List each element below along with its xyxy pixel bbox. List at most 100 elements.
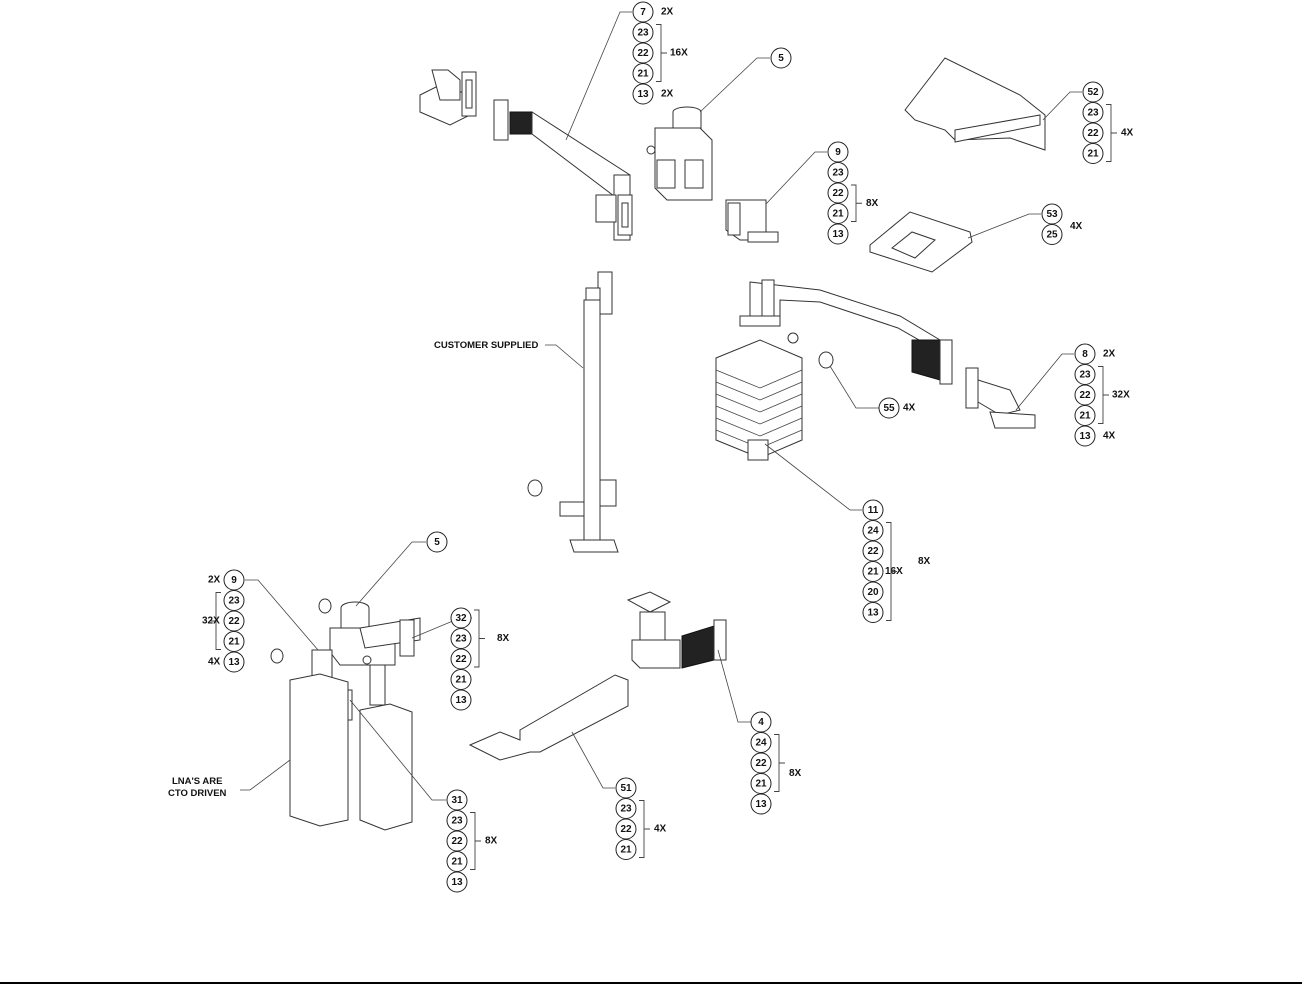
quantity-bracket	[1098, 367, 1109, 424]
item-balloon: 21	[863, 562, 883, 582]
svg-text:23: 23	[451, 816, 463, 827]
quantity-label: 8X	[485, 836, 498, 847]
item-balloon: 22	[633, 43, 653, 63]
svg-text:13: 13	[755, 799, 767, 810]
item-balloon: 22	[863, 541, 883, 561]
quantity-bracket	[851, 185, 862, 222]
svg-text:23: 23	[1079, 370, 1091, 381]
item-balloon: 24	[751, 733, 771, 753]
callout-group-g8: 8232221132X32X4X	[1075, 344, 1130, 446]
svg-text:22: 22	[1079, 390, 1091, 401]
item-balloon: 13	[447, 872, 467, 892]
svg-text:9: 9	[231, 575, 237, 586]
svg-text:22: 22	[867, 546, 879, 557]
svg-text:23: 23	[637, 28, 649, 39]
part-switch-lna-assembly	[271, 599, 420, 830]
item-balloon: 21	[451, 670, 471, 690]
quantity-label: 2X	[208, 575, 221, 586]
item-balloon: 23	[616, 799, 636, 819]
svg-text:4: 4	[758, 717, 764, 728]
svg-text:22: 22	[755, 758, 767, 769]
item-balloon: 11	[863, 500, 883, 520]
svg-text:21: 21	[455, 675, 467, 686]
svg-text:21: 21	[867, 567, 879, 578]
quantity-bracket	[639, 801, 650, 858]
quantity-label: 4X	[1121, 128, 1134, 139]
svg-text:21: 21	[620, 845, 632, 856]
quantity-label: 4X	[903, 403, 916, 414]
note-customer-supplied: CUSTOMER SUPPLIED	[434, 340, 538, 351]
item-balloon: 13	[224, 652, 244, 672]
item-balloon: 23	[828, 163, 848, 183]
svg-text:13: 13	[867, 608, 879, 619]
item-balloon: 13	[828, 224, 848, 244]
item-balloon: 31	[447, 790, 467, 810]
quantity-label: 32X	[202, 616, 220, 627]
part-tray-53	[870, 212, 972, 272]
svg-text:31: 31	[451, 795, 463, 806]
svg-text:21: 21	[451, 857, 463, 868]
svg-text:13: 13	[451, 877, 463, 888]
svg-text:21: 21	[1079, 411, 1091, 422]
part-bracket-51	[470, 675, 628, 760]
svg-text:25: 25	[1046, 230, 1058, 241]
svg-text:23: 23	[620, 804, 632, 815]
part-waveguide-elbow-9	[726, 200, 778, 242]
item-balloon: 21	[616, 840, 636, 860]
item-balloon: 23	[224, 591, 244, 611]
item-balloon: 23	[1083, 103, 1103, 123]
part-switch-5-top	[647, 107, 712, 200]
item-balloon: 13	[1075, 426, 1095, 446]
item-balloon: 9	[828, 142, 848, 162]
svg-text:32: 32	[455, 613, 467, 624]
quantity-label: 4X	[208, 657, 221, 668]
svg-text:52: 52	[1087, 87, 1099, 98]
item-balloon: 13	[751, 794, 771, 814]
item-balloon: 5	[427, 532, 447, 552]
svg-text:13: 13	[1079, 431, 1091, 442]
item-balloon: 22	[451, 649, 471, 669]
svg-text:13: 13	[455, 695, 467, 706]
item-balloon: 23	[447, 811, 467, 831]
svg-text:13: 13	[228, 657, 240, 668]
part-customer-waveguide	[528, 272, 618, 552]
item-balloon: 21	[224, 632, 244, 652]
item-balloon: 21	[751, 774, 771, 794]
svg-text:21: 21	[1087, 149, 1099, 160]
item-balloon: 21	[447, 852, 467, 872]
svg-text:24: 24	[867, 526, 879, 537]
svg-text:24: 24	[755, 738, 767, 749]
svg-text:21: 21	[637, 69, 649, 80]
svg-text:23: 23	[228, 596, 240, 607]
quantity-bracket	[470, 813, 481, 870]
part-flex-elbow-4	[628, 592, 726, 668]
svg-text:22: 22	[1087, 128, 1099, 139]
svg-text:11: 11	[868, 505, 879, 516]
quantity-label: 8X	[497, 633, 510, 644]
svg-text:7: 7	[640, 7, 646, 18]
item-balloon: 21	[1083, 144, 1103, 164]
item-balloon: 22	[224, 611, 244, 631]
item-balloon: 4	[751, 712, 771, 732]
item-balloon: 25	[1042, 225, 1062, 245]
svg-text:8: 8	[1082, 349, 1088, 360]
callout-group-g7: 7232221132X16X2X	[633, 2, 688, 104]
item-balloon: 13	[633, 84, 653, 104]
item-balloon: 23	[451, 629, 471, 649]
item-balloon: 21	[633, 64, 653, 84]
item-balloon: 55	[879, 398, 899, 418]
quantity-bracket	[1106, 105, 1117, 162]
svg-text:55: 55	[883, 403, 895, 414]
svg-text:13: 13	[832, 229, 844, 240]
svg-text:22: 22	[637, 48, 649, 59]
quantity-label: 2X	[1103, 349, 1116, 360]
svg-text:22: 22	[228, 616, 240, 627]
item-balloon: 24	[863, 521, 883, 541]
item-balloon: 22	[616, 819, 636, 839]
callout-group-g5a: 5	[771, 48, 791, 68]
